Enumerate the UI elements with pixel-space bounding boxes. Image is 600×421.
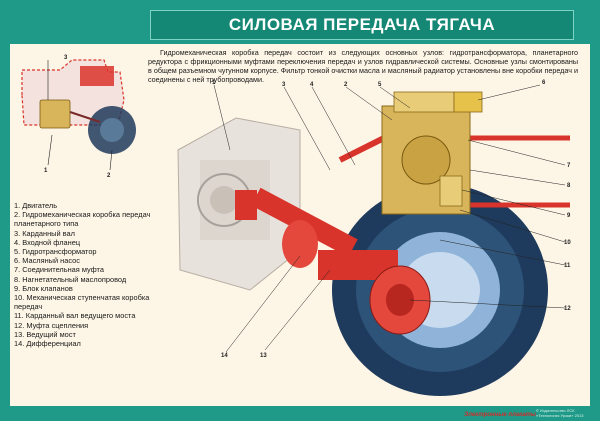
page-title: СИЛОВАЯ ПЕРЕДАЧА ТЯГАЧА (228, 15, 496, 34)
callout-8: 8 (567, 183, 571, 189)
legend-item: 1. Двигатель (14, 201, 58, 210)
callout-leaders (213, 84, 566, 353)
inset-callout-2: 2 (107, 173, 111, 179)
legend-item: 12. Муфта сцепления (14, 320, 89, 330)
legend-item: 11. Карданный вал ведущего моста (14, 311, 136, 321)
callout-13: 13 (260, 353, 267, 359)
footer-brand: Электронные плакаты (463, 412, 536, 418)
callout-9: 9 (567, 213, 571, 219)
description-text: Гидромеханическая коробка передач состои… (148, 48, 578, 84)
gearbox-illustration (381, 91, 483, 215)
inset-callout-3: 3 (64, 55, 68, 61)
inset-callout-1: 1 (44, 168, 48, 174)
legend-item: 6. Масляный насос (14, 256, 80, 266)
legend-item: 4. Входной фланец (14, 237, 81, 247)
parts-legend: 1. Двигатель 2. Гидромеханическая коробк… (14, 201, 162, 348)
legend-item: 3. Карданный вал (14, 228, 75, 238)
callout-11: 11 (564, 263, 571, 269)
legend-item: 2. Гидромеханическая коробка передач пла… (14, 210, 151, 229)
callout-7: 7 (567, 163, 571, 169)
legend-item: 5. Гидротрансформатор (14, 247, 97, 257)
legend-item: 8. Нагнетательный маслопровод (14, 274, 127, 284)
callout-2: 2 (344, 82, 348, 88)
callout-3: 3 (282, 82, 286, 88)
legend-item: 9. Блок клапанов (14, 283, 73, 293)
callout-6: 6 (542, 80, 546, 86)
callout-10: 10 (564, 240, 571, 246)
legend-item: 14. Дифференциал (14, 339, 81, 349)
title-banner: СИЛОВАЯ ПЕРЕДАЧА ТЯГАЧА (150, 10, 574, 40)
callout-12: 12 (564, 306, 571, 312)
footer-fine-print: © Издательство ЛСК «Технология Уроки» 20… (536, 408, 584, 418)
legend-item: 7. Соединительная муфта (14, 265, 104, 275)
callout-5: 5 (378, 82, 382, 88)
inset-tractor-diagram (21, 59, 136, 171)
legend-item: 10. Механическая ступенчатая коробка пер… (14, 293, 150, 312)
callout-14: 14 (221, 353, 228, 359)
callout-1: 1 (212, 80, 216, 86)
legend-item: 13. Ведущий мост (14, 329, 76, 339)
callout-4: 4 (310, 82, 314, 88)
